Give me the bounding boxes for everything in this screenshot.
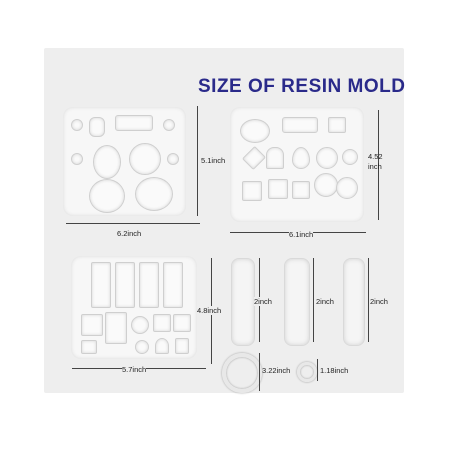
- oval-cavity: [93, 145, 121, 179]
- square-cavity: [153, 314, 171, 332]
- large-ring-mold: [222, 353, 262, 393]
- mold3-width-label: 5.7inch: [122, 365, 147, 374]
- rect-cavity: [282, 117, 318, 133]
- large-ring-label: 3.22inch: [262, 366, 291, 375]
- dimension-line: [259, 353, 260, 391]
- small-cavity: [155, 338, 169, 354]
- cylinder2-height-label: 2inch: [316, 297, 334, 306]
- cylinder1-height-label: 2inch: [254, 297, 272, 306]
- oval-cavity: [71, 119, 83, 131]
- puzzle-cavity: [328, 117, 346, 133]
- mold2-height-label: 4.52 inch: [368, 152, 383, 171]
- mold-tray-2: [230, 107, 364, 222]
- square-cavity: [81, 314, 103, 336]
- arch-cavity: [266, 147, 284, 169]
- round-cavity: [316, 147, 338, 169]
- round-cavity: [314, 173, 338, 197]
- mold2-width-label: 6.1inch: [289, 230, 314, 239]
- dimension-line: [378, 110, 379, 220]
- cylinder-mold-3: [343, 258, 365, 346]
- cylinder3-height-label: 2inch: [370, 297, 388, 306]
- round-cavity: [167, 153, 179, 165]
- mold3-height-label: 4.8inch: [197, 306, 222, 315]
- oval-cavity: [89, 117, 105, 137]
- cylinder-mold-1: [231, 258, 255, 346]
- square-cavity: [268, 179, 288, 199]
- mold-tray-1: [63, 107, 186, 216]
- page-title: SIZE OF RESIN MOLD: [198, 76, 406, 97]
- crescent-cavity: [129, 143, 161, 175]
- dimension-line: [317, 359, 318, 381]
- round-cavity: [342, 149, 358, 165]
- oval-cavity: [240, 119, 270, 143]
- teardrop-cavity: [292, 147, 310, 169]
- square-cavity: [173, 314, 191, 332]
- dimension-line: [368, 258, 369, 342]
- small-ring-mold: [297, 362, 317, 382]
- dimension-line: [313, 258, 314, 342]
- mold1-height-label: 5.1inch: [201, 156, 226, 165]
- mold1-width-label: 6.2inch: [117, 229, 142, 238]
- square-cavity: [242, 181, 262, 201]
- round-cavity: [163, 119, 175, 131]
- small-cavity: [175, 338, 189, 354]
- triangle-cavity: [81, 340, 97, 354]
- round-cavity: [71, 153, 83, 165]
- bar-cavity: [115, 262, 135, 308]
- ring-cavity: [89, 179, 125, 213]
- heart-rect-cavity: [105, 312, 127, 344]
- round-cavity: [131, 316, 149, 334]
- leaf-cavity: [135, 177, 173, 211]
- bar-cavity: [163, 262, 183, 308]
- small-cavity: [135, 340, 149, 354]
- rect-cavity: [115, 115, 153, 131]
- diamond-cavity: [241, 145, 267, 171]
- square-cavity: [292, 181, 310, 199]
- bar-cavity: [91, 262, 111, 308]
- dimension-line: [66, 223, 200, 224]
- bar-cavity: [139, 262, 159, 308]
- mold-tray-3: [71, 256, 197, 359]
- small-ring-label: 1.18inch: [320, 366, 349, 375]
- cylinder-mold-2: [284, 258, 310, 346]
- round-cavity: [336, 177, 358, 199]
- dimension-line: [197, 106, 198, 216]
